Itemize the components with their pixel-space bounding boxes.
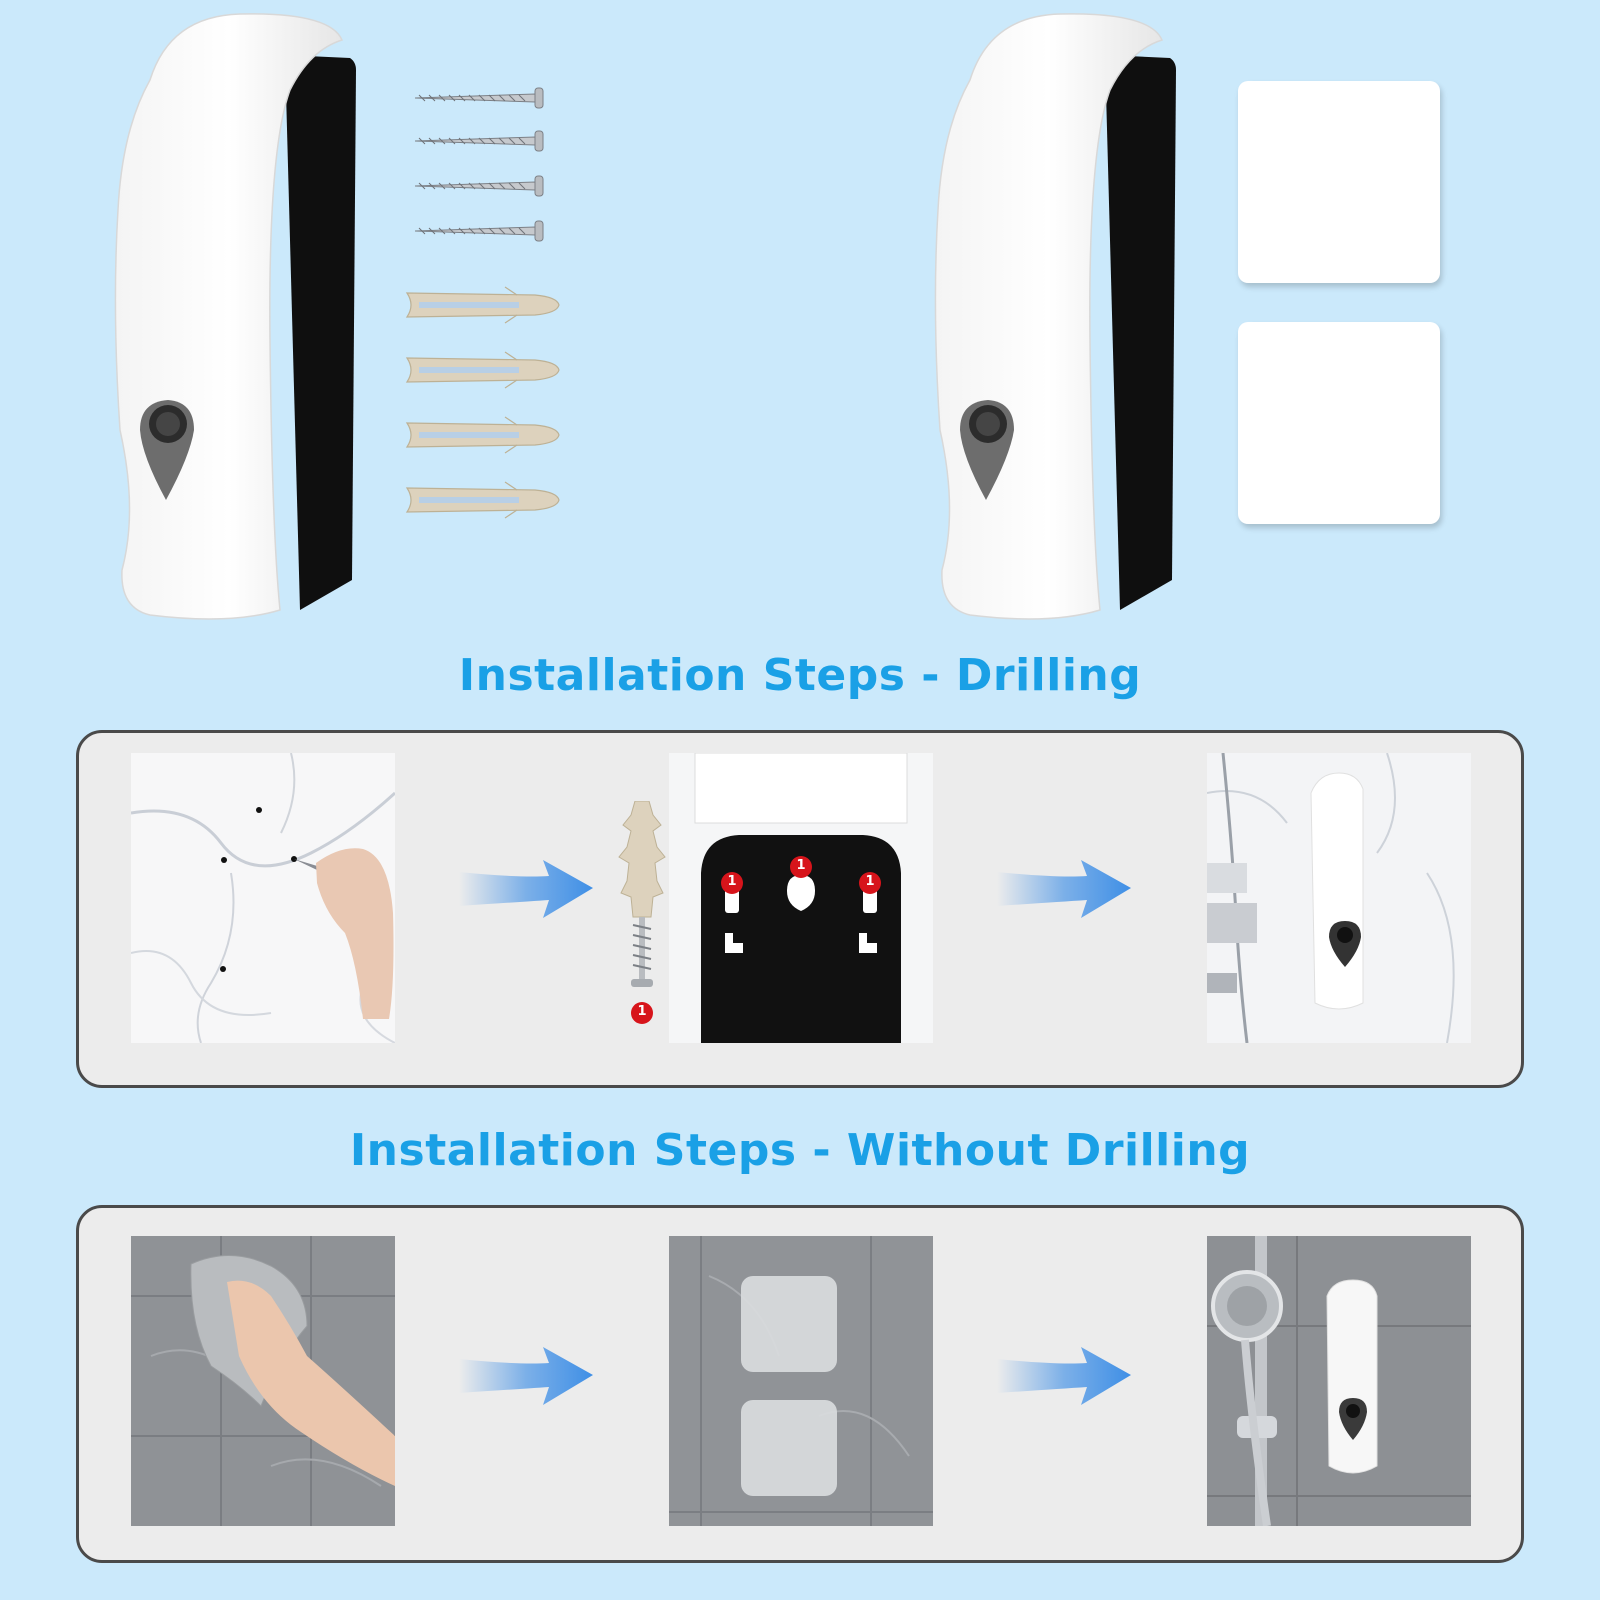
dispenser-with-screws — [110, 10, 360, 625]
screws-and-anchors — [405, 78, 585, 538]
right-arrow-icon — [459, 858, 595, 920]
heading-without-drilling: Installation Steps - Without Drilling — [349, 1125, 1251, 1176]
step-mounted-dispenser-image — [1207, 753, 1471, 1043]
step-back-plate-image: 1 1 1 — [669, 753, 933, 1043]
drilling-steps-panel: 1 1 1 1 — [76, 730, 1524, 1088]
step-marker-right-slot: 1 — [865, 874, 875, 889]
step-mark-holes-image — [131, 753, 395, 1043]
right-arrow-icon — [997, 858, 1133, 920]
step-apply-adhesive-pads-image — [669, 1236, 933, 1526]
adhesive-pad — [1238, 81, 1440, 283]
step-marker-center-hole: 1 — [796, 858, 806, 873]
right-arrow-icon — [997, 1345, 1133, 1407]
step-clean-wall-image — [131, 1236, 395, 1526]
adhesive-pad — [1238, 322, 1440, 524]
anchor-and-screw: 1 — [613, 801, 673, 1041]
without-drilling-steps-panel — [76, 1205, 1524, 1563]
step-marker-anchor: 1 — [637, 1004, 647, 1019]
heading-drilling: Installation Steps - Drilling — [458, 650, 1142, 701]
dispenser-with-adhesive-pads — [930, 10, 1180, 625]
step-marker-left-slot: 1 — [727, 874, 737, 889]
step-mounted-shower-image — [1207, 1236, 1471, 1526]
right-arrow-icon — [459, 1345, 595, 1407]
